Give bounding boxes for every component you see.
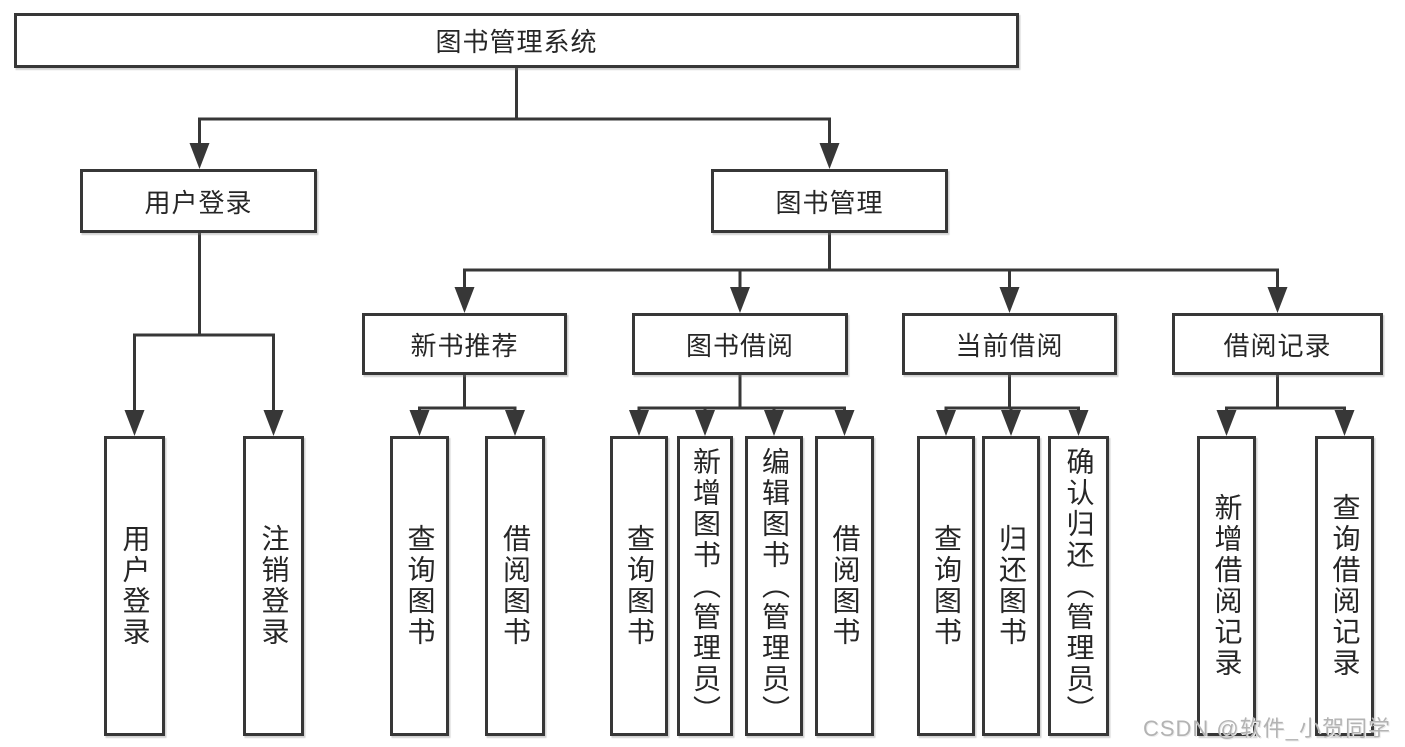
node-label: 用户登录: [119, 524, 151, 648]
node-library-management-system: 图书管理系统: [14, 13, 1019, 68]
node-leaf-logout: 注销登录: [243, 436, 304, 736]
node-book-management-branch: 图书管理: [711, 169, 948, 233]
node-label: 查询图书: [624, 524, 655, 648]
node-leaf-add-borrow-record: 新增借阅记录: [1197, 436, 1256, 736]
node-label: 归还图书: [996, 524, 1027, 648]
node-user-login-branch: 用户登录: [80, 169, 317, 233]
node-label: 查询借阅记录: [1329, 493, 1361, 679]
node-current-borrowing: 当前借阅: [902, 313, 1117, 375]
node-label: 注销登录: [258, 524, 290, 648]
node-label: 新增图书（管理员）: [690, 446, 721, 726]
node-label: 借阅图书: [500, 524, 531, 648]
node-label: 编辑图书（管理员）: [759, 446, 790, 726]
node-leaf-query-borrow-record: 查询借阅记录: [1315, 436, 1374, 736]
node-leaf-query-books-3: 查询图书: [917, 436, 975, 736]
node-label: 借阅图书: [829, 524, 861, 648]
node-label: 新增借阅记录: [1211, 493, 1243, 679]
node-borrowing-records: 借阅记录: [1172, 313, 1383, 375]
node-leaf-query-books-2: 查询图书: [610, 436, 668, 736]
node-leaf-borrow-books-2: 借阅图书: [815, 436, 874, 736]
node-label: 图书管理: [775, 187, 884, 218]
node-leaf-edit-books-admin: 编辑图书（管理员）: [745, 436, 803, 736]
node-leaf-add-books-admin: 新增图书（管理员）: [677, 436, 733, 736]
node-label: 查询图书: [404, 524, 436, 648]
node-leaf-confirm-return-admin: 确认归还（管理员）: [1048, 436, 1109, 736]
node-label: 当前借阅: [955, 330, 1064, 361]
node-label: 查询图书: [931, 524, 962, 648]
node-label: 确认归还（管理员）: [1063, 446, 1095, 726]
node-new-book-recommendation: 新书推荐: [362, 313, 567, 375]
node-label: 图书借阅: [685, 330, 794, 361]
node-book-borrowing: 图书借阅: [632, 313, 848, 375]
node-leaf-borrow-books-1: 借阅图书: [485, 436, 545, 736]
node-label: 图书管理系统: [435, 27, 598, 57]
csdn-watermark: CSDN @软件_小贺同学: [1142, 716, 1391, 741]
node-label: 用户登录: [144, 187, 253, 218]
node-label: 借阅记录: [1223, 330, 1332, 361]
node-leaf-query-books-1: 查询图书: [390, 436, 449, 736]
node-leaf-return-books: 归还图书: [982, 436, 1040, 736]
node-label: 新书推荐: [410, 330, 519, 361]
node-leaf-user-login: 用户登录: [104, 436, 165, 736]
